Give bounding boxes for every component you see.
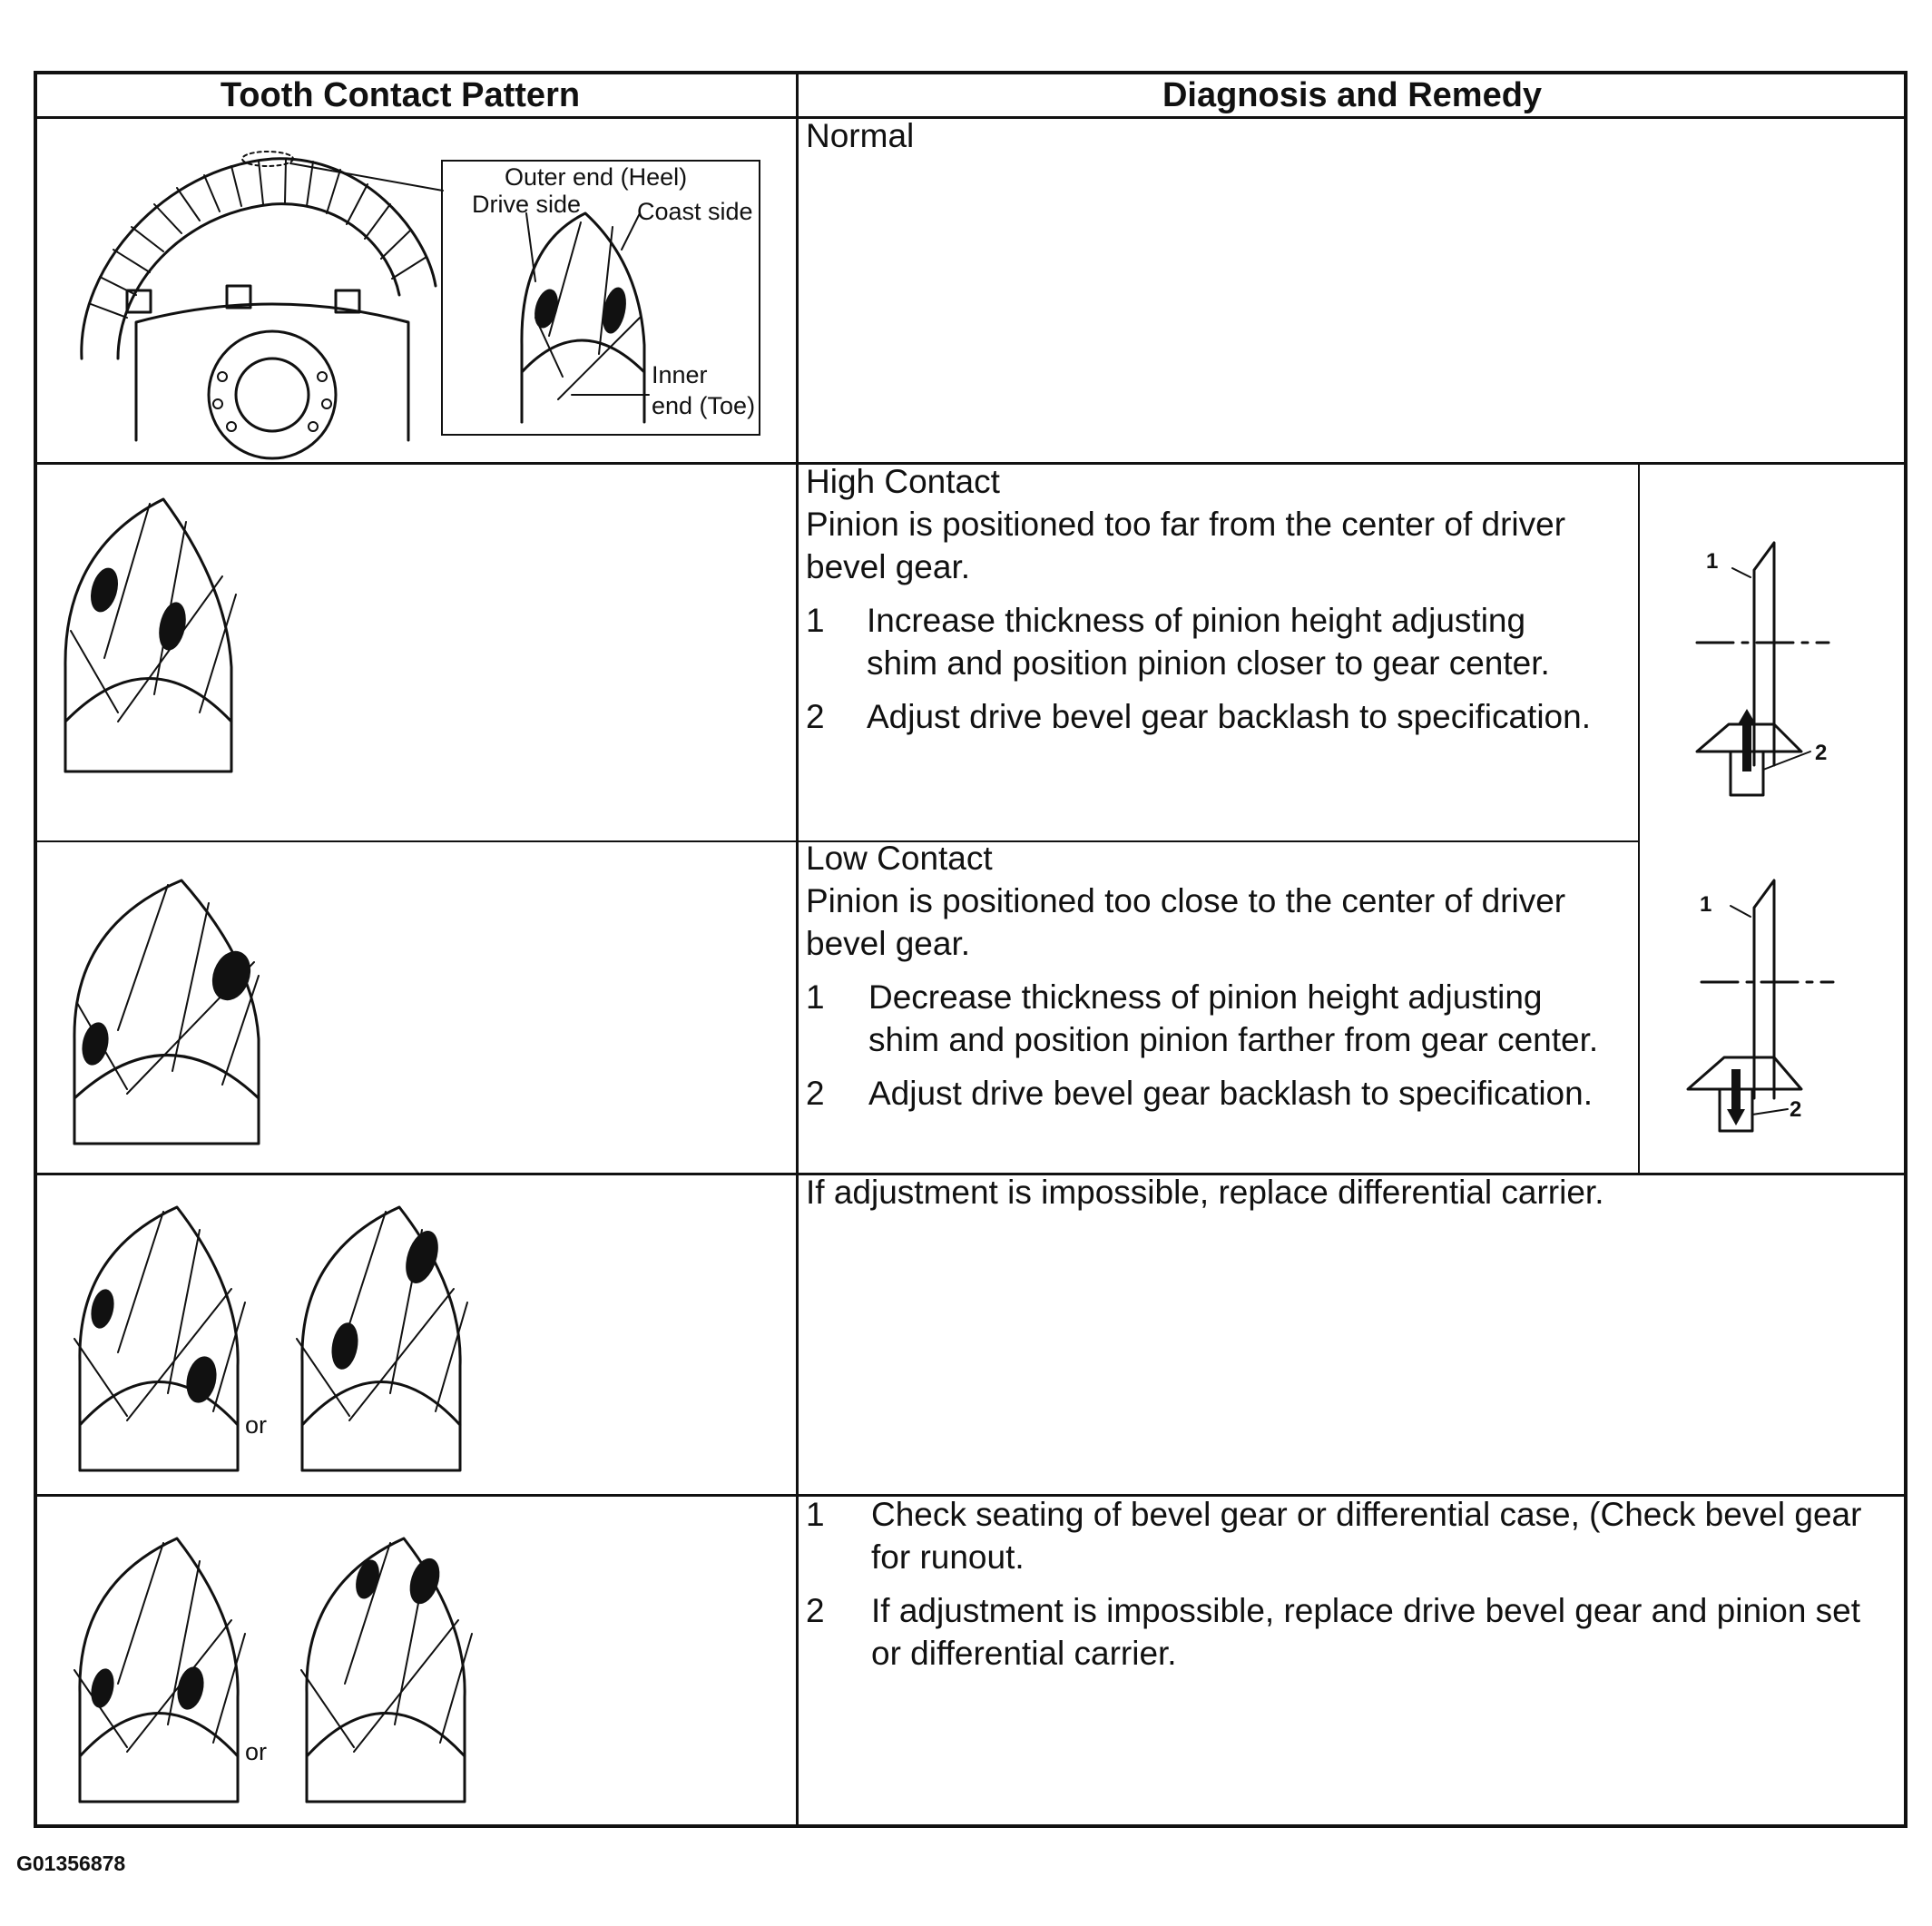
high-contact-adjust-diagram bbox=[1695, 541, 1830, 797]
row5-step-1-number: 1 bbox=[806, 1496, 825, 1533]
row5-step-2-line-1: If adjustment is impossible, replace dri… bbox=[871, 1592, 1861, 1629]
high-step-2-number: 2 bbox=[806, 698, 825, 735]
tooth-callout-box bbox=[441, 160, 760, 436]
row5-step-2-line-2: or differential carrier. bbox=[871, 1635, 1177, 1672]
high-step-1-number: 1 bbox=[806, 602, 825, 639]
callout-end-toe: end (Toe) bbox=[652, 392, 756, 419]
high-step-1-line-2: shim and position pinion closer to gear … bbox=[867, 644, 1550, 682]
high-contact-tooth-illustration bbox=[64, 497, 237, 773]
header-tooth-contact-pattern: Tooth Contact Pattern bbox=[220, 76, 581, 114]
remedy-table bbox=[34, 71, 1907, 1828]
callout-leaders bbox=[525, 212, 650, 396]
table-border-top bbox=[34, 71, 1907, 74]
low-step-2-line-1: Adjust drive bevel gear backlash to spec… bbox=[868, 1075, 1593, 1112]
row5-step-1-line-1: Check seating of bevel gear or different… bbox=[871, 1496, 1862, 1533]
table-border-bottom bbox=[34, 1824, 1907, 1828]
row4-text: If adjustment is impossible, replace dif… bbox=[806, 1174, 1604, 1211]
row4-tooth-illustration-left bbox=[74, 1205, 246, 1472]
row-divider-3 bbox=[34, 1173, 1907, 1175]
high-diagram-label-2: 2 bbox=[1815, 741, 1828, 765]
row-divider-1 bbox=[34, 462, 1907, 465]
tooth-callout-illustration bbox=[520, 211, 646, 424]
high-step-2-line-1: Adjust drive bevel gear backlash to spec… bbox=[867, 698, 1591, 735]
row-low-contact-desc-1: Pinion is positioned too close to the ce… bbox=[806, 882, 1566, 919]
row5-step-2-number: 2 bbox=[806, 1592, 825, 1629]
row5-or-label: or bbox=[245, 1738, 268, 1765]
row-divider-2 bbox=[34, 840, 1640, 842]
row5-tooth-illustration-left bbox=[74, 1537, 246, 1803]
low-diagram-label-1: 1 bbox=[1700, 892, 1712, 917]
differential-gear-illustration bbox=[80, 151, 444, 460]
row-low-contact-desc-2: bevel gear. bbox=[806, 925, 971, 962]
row-high-contact-desc-1: Pinion is positioned too far from the ce… bbox=[806, 506, 1566, 543]
callout-coast-side: Coast side bbox=[637, 198, 753, 225]
diagram-column-divider bbox=[1638, 462, 1640, 1174]
callout-outer-end: Outer end (Heel) bbox=[505, 163, 688, 191]
callout-inner: Inner bbox=[652, 361, 708, 388]
low-step-1-number: 1 bbox=[806, 978, 825, 1016]
low-contact-adjust-diagram bbox=[1686, 879, 1835, 1133]
low-step-1-line-1: Decrease thickness of pinion height adju… bbox=[868, 978, 1543, 1016]
low-diagram-label-2: 2 bbox=[1790, 1097, 1802, 1122]
high-step-1-line-1: Increase thickness of pinion height adju… bbox=[867, 602, 1526, 639]
table-border-left bbox=[34, 71, 37, 1828]
row-normal-title: Normal bbox=[806, 117, 915, 154]
header-divider bbox=[34, 116, 1907, 119]
row-low-contact-title: Low Contact bbox=[806, 840, 993, 877]
row5-tooth-illustration-right bbox=[300, 1537, 473, 1803]
row4-or-label: or bbox=[245, 1411, 268, 1439]
column-divider bbox=[796, 71, 799, 1828]
figure-code: G01356878 bbox=[16, 1852, 126, 1875]
low-contact-tooth-illustration bbox=[73, 879, 260, 1145]
low-step-1-line-2: shim and position pinion farther from ge… bbox=[868, 1021, 1599, 1058]
header-diagnosis-and-remedy: Diagnosis and Remedy bbox=[1162, 76, 1543, 114]
row5-step-1-line-2: for runout. bbox=[871, 1538, 1025, 1576]
row-divider-4 bbox=[34, 1494, 1907, 1497]
row-high-contact-title: High Contact bbox=[806, 463, 1000, 500]
row-high-contact-desc-2: bevel gear. bbox=[806, 548, 971, 585]
high-diagram-label-1: 1 bbox=[1706, 549, 1719, 574]
table-border-right bbox=[1904, 71, 1907, 1828]
low-step-2-number: 2 bbox=[806, 1075, 825, 1112]
row4-tooth-illustration-right bbox=[296, 1205, 468, 1472]
